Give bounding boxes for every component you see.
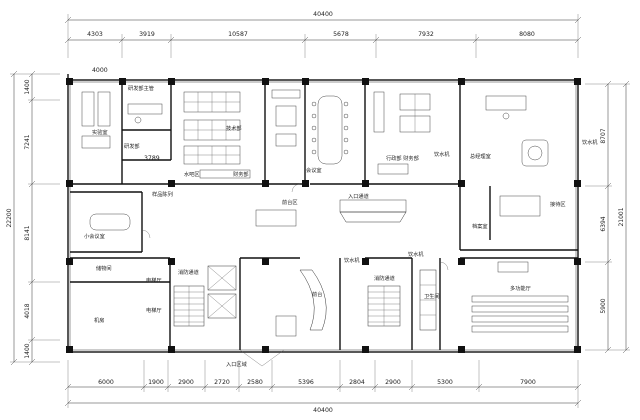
right-dimension-chain: 8707 6394 5900 21001	[585, 80, 630, 354]
top-dim-2: 3919	[139, 31, 155, 38]
room-front-desk-label: 前台	[312, 290, 322, 298]
bottom-dim-2: 1900	[148, 379, 164, 386]
room-water-b-label: 饮水机	[434, 150, 450, 158]
right-total-dim: 21001	[618, 207, 625, 226]
room-reception-label: 前台区	[282, 198, 298, 206]
room-gm-label: 总经理室	[470, 152, 491, 160]
bottom-dim-6: 5396	[298, 379, 314, 386]
elevators	[207, 265, 237, 319]
room-entrance-passage-label: 入口通道	[348, 192, 369, 200]
top-dim-3: 10587	[228, 31, 248, 38]
room-toilet-label: 卫生间	[424, 292, 440, 300]
bottom-dim-4: 2720	[214, 379, 230, 386]
left-dim-5: 1400	[24, 343, 31, 358]
room-research-dept-label: 研发部	[124, 142, 140, 150]
interior-walls	[70, 82, 578, 350]
top-dim-4: 5678	[333, 31, 349, 38]
room-archive-label: 档案室	[472, 222, 488, 230]
bottom-dim-10: 7900	[520, 379, 536, 386]
room-reception-desk-label: 接待区	[550, 200, 566, 208]
bottom-dim-1: 6000	[98, 379, 114, 386]
top-dim-6: 8080	[519, 31, 535, 38]
room-water-e-label: 饮水机	[408, 250, 424, 258]
bottom-dim-7: 2804	[349, 379, 365, 386]
left-dimension-chain: 22200 1400 7241 8141 4018 1400	[6, 70, 60, 366]
top-total-dim: 40400	[313, 11, 333, 18]
left-dim-2: 7241	[24, 134, 31, 149]
room-water-c-label: 饮水机	[582, 138, 598, 146]
room-fire-exit-a-label: 消防通道	[178, 268, 199, 276]
room-meeting-label: 会议室	[306, 166, 322, 174]
right-dim-1: 8707	[600, 128, 607, 143]
room-multi-hall-label: 多功能厅	[510, 284, 531, 292]
stair-left	[173, 285, 205, 327]
room-small-meeting-label: 小会议室	[84, 232, 105, 240]
right-dim-3: 5900	[600, 298, 607, 313]
left-dim-1: 1400	[24, 79, 31, 94]
stair-right	[367, 285, 401, 327]
bottom-dim-9: 5300	[437, 379, 453, 386]
room-tech-dept-label: 技术部	[226, 124, 242, 132]
room-lab-label: 实验室	[92, 128, 108, 136]
room-elevator-a-label: 电梯厅	[146, 276, 162, 284]
hall-seating	[471, 295, 569, 333]
inner-dim-4000: 4000	[92, 67, 108, 74]
room-labels: 实验室 研发部主管 研发部 技术部 水吧区 财务部 会议室 行政部 财务部 饮水…	[84, 84, 598, 368]
left-dim-4: 4018	[24, 303, 31, 318]
room-water-a-label: 水吧区	[184, 170, 200, 178]
left-dim-3: 8141	[24, 225, 31, 240]
room-product-show-label: 样品陈列	[152, 190, 173, 198]
room-hr-admin-label: 行政部 财务部	[386, 154, 419, 162]
room-entry-label: 入口区域	[226, 360, 247, 368]
room-machine-label: 机房	[94, 316, 104, 324]
room-fire-exit-b-label: 消防通道	[374, 274, 395, 282]
top-dimension-chain: 40400 4303 3919 10587 5678 7932 8080	[64, 11, 582, 58]
bottom-dim-3: 2900	[178, 379, 194, 386]
top-dim-1: 4303	[87, 31, 103, 38]
bottom-total-dim: 40400	[313, 407, 333, 414]
furniture	[81, 89, 569, 337]
right-dim-2: 6394	[600, 216, 607, 231]
room-finance-label: 财务部	[233, 170, 249, 178]
room-research-director-label: 研发部主管	[128, 84, 154, 92]
bottom-dim-5: 2580	[247, 379, 263, 386]
top-dim-5: 7932	[418, 31, 434, 38]
room-elevator-b-label: 电梯厅	[146, 306, 162, 314]
room-water-d-label: 饮水机	[344, 256, 360, 264]
room-storage-label: 储物间	[96, 264, 112, 272]
bottom-dimension-chain: 6000 1900 2900 2720 2580 5396 2804 2900 …	[64, 360, 582, 414]
left-total-dim: 22200	[6, 208, 13, 227]
bottom-dim-8: 2900	[385, 379, 401, 386]
inner-dim-3789: 3789	[144, 155, 160, 162]
doors	[141, 183, 449, 367]
